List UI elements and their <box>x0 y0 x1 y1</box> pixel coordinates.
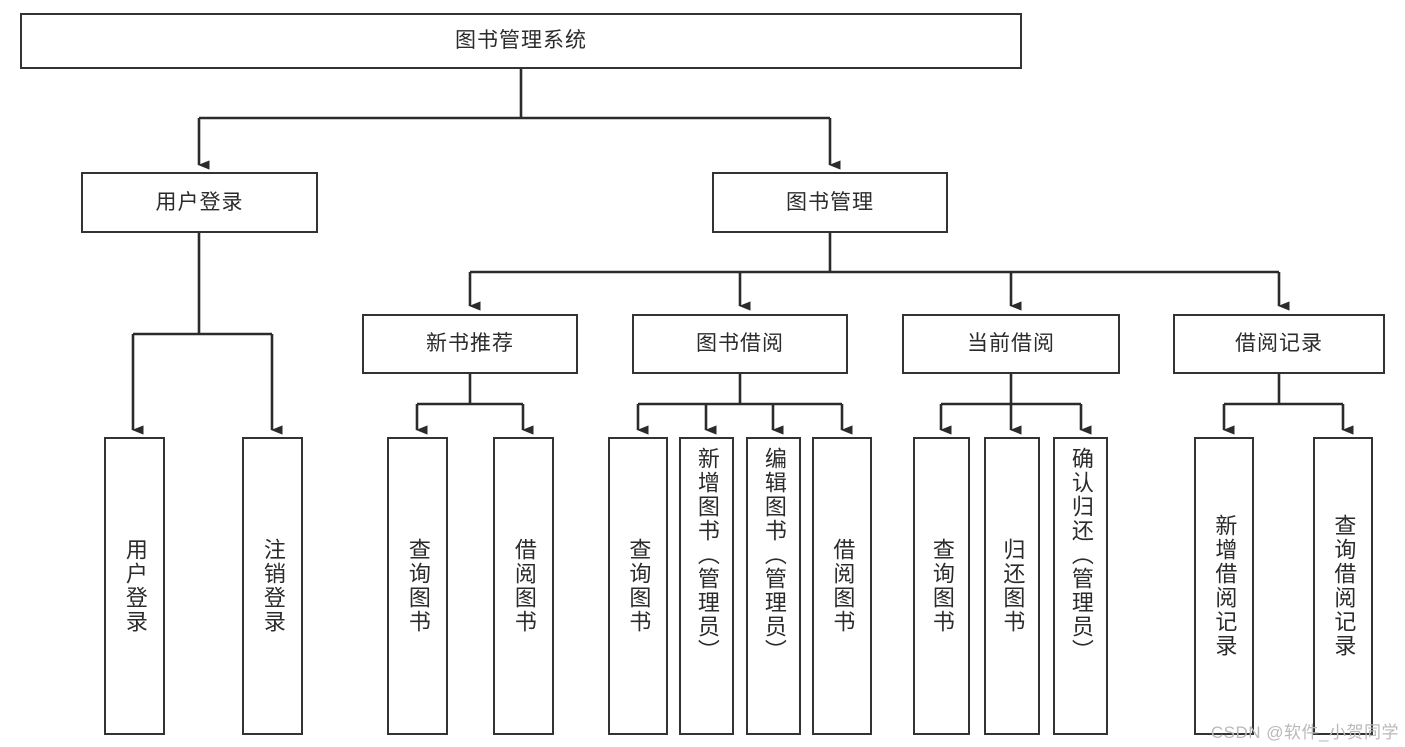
leaf-query-book-2-label: 查询图书 <box>626 538 652 634</box>
node-book-borrow-label: 图书借阅 <box>696 332 784 356</box>
leaf-user-login-label: 用户登录 <box>122 538 148 634</box>
leaf-add-book[interactable]: 新增图书（管理员） <box>679 437 734 735</box>
leaf-edit-book[interactable]: 编辑图书（管理员） <box>746 437 801 735</box>
node-current-borrow-label: 当前借阅 <box>967 332 1055 356</box>
leaf-borrow-book-2-label: 借阅图书 <box>830 538 856 634</box>
leaf-query-book-2[interactable]: 查询图书 <box>608 437 668 735</box>
node-root-label: 图书管理系统 <box>455 29 587 53</box>
leaf-return-book[interactable]: 归还图书 <box>984 437 1040 735</box>
leaf-borrow-book-1-label: 借阅图书 <box>511 538 537 634</box>
leaf-confirm-return-label: 确认归还（管理员） <box>1068 447 1094 663</box>
leaf-query-record-label: 查询借阅记录 <box>1331 514 1357 658</box>
node-new-book-recommend[interactable]: 新书推荐 <box>362 314 578 374</box>
leaf-confirm-return[interactable]: 确认归还（管理员） <box>1053 437 1108 735</box>
leaf-return-book-label: 归还图书 <box>1000 538 1026 634</box>
node-book-manage[interactable]: 图书管理 <box>712 172 948 233</box>
leaf-add-record-label: 新增借阅记录 <box>1212 514 1238 658</box>
leaf-edit-book-label: 编辑图书（管理员） <box>761 447 787 663</box>
leaf-query-book-1[interactable]: 查询图书 <box>387 437 448 735</box>
leaf-borrow-book-1[interactable]: 借阅图书 <box>493 437 554 735</box>
leaf-borrow-book-2[interactable]: 借阅图书 <box>812 437 872 735</box>
node-borrow-record[interactable]: 借阅记录 <box>1173 314 1385 374</box>
node-book-manage-label: 图书管理 <box>786 190 874 214</box>
node-current-borrow[interactable]: 当前借阅 <box>902 314 1120 374</box>
node-root[interactable]: 图书管理系统 <box>20 13 1022 69</box>
node-new-book-recommend-label: 新书推荐 <box>426 332 514 356</box>
leaf-query-record[interactable]: 查询借阅记录 <box>1313 437 1373 735</box>
csdn-watermark: CSDN @软件_小贺同学 <box>1210 723 1399 742</box>
leaf-logout-login-label: 注销登录 <box>260 538 286 634</box>
leaf-user-login[interactable]: 用户登录 <box>104 437 165 735</box>
leaf-query-book-1-label: 查询图书 <box>405 538 431 634</box>
leaf-add-book-label: 新增图书（管理员） <box>694 447 720 663</box>
leaf-query-book-3[interactable]: 查询图书 <box>913 437 970 735</box>
node-user-login-label: 用户登录 <box>155 190 244 214</box>
leaf-add-record[interactable]: 新增借阅记录 <box>1194 437 1254 735</box>
node-borrow-record-label: 借阅记录 <box>1235 332 1323 356</box>
node-book-borrow[interactable]: 图书借阅 <box>632 314 848 374</box>
leaf-query-book-3-label: 查询图书 <box>929 538 955 634</box>
leaf-logout-login[interactable]: 注销登录 <box>242 437 303 735</box>
node-user-login[interactable]: 用户登录 <box>81 172 318 233</box>
